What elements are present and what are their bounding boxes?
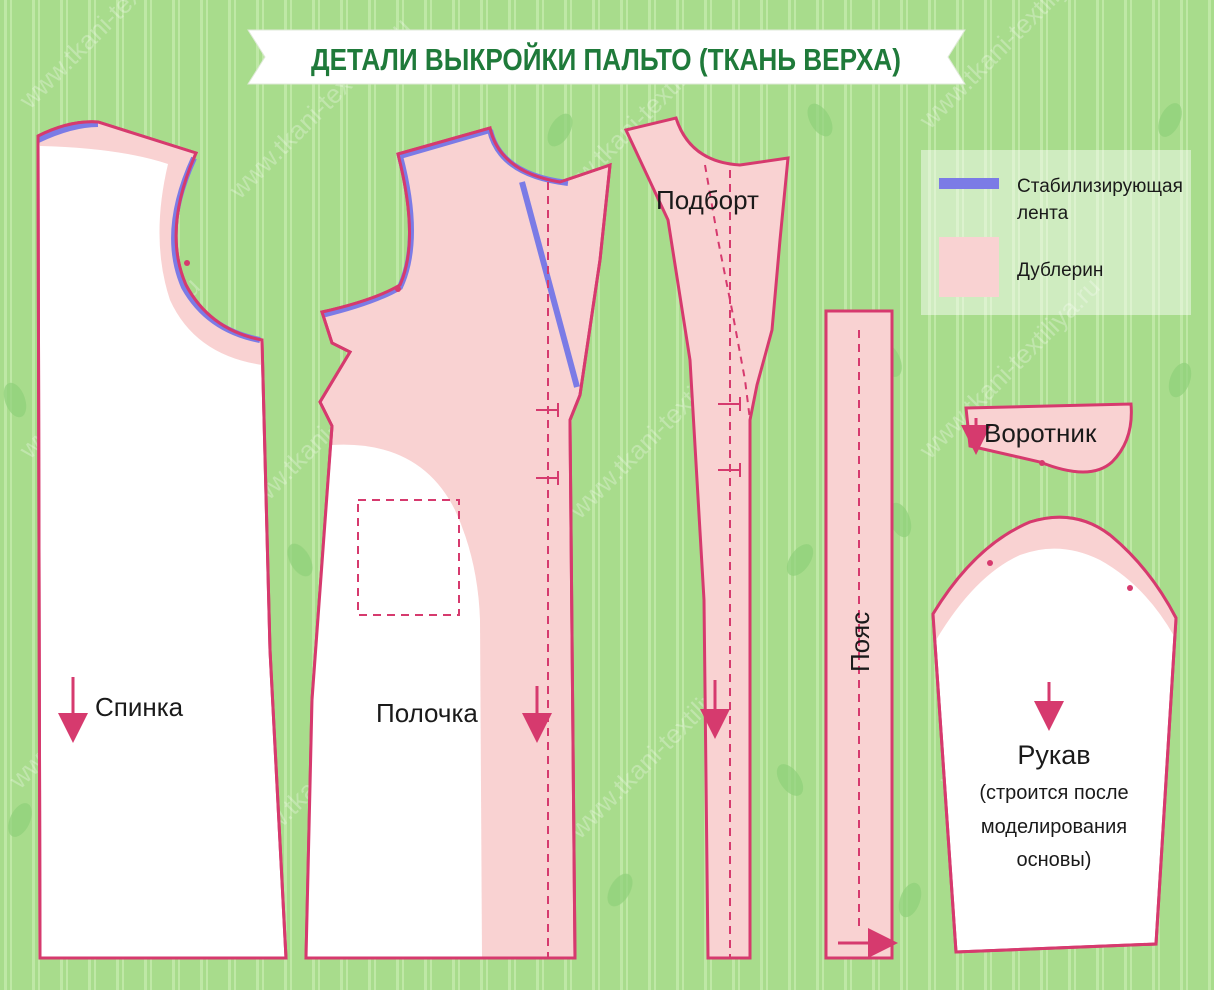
collar-label: Воротник: [984, 418, 1097, 448]
page-title: ДЕТАЛИ ВЫКРОЙКИ ПАЛЬТО (ТКАНЬ ВЕРХА): [311, 41, 901, 77]
belt-label: Пояс: [845, 612, 875, 672]
sleeve-piece: Рукав (строится после моделирования осно…: [931, 515, 1178, 954]
sleeve-note-line: моделирования: [981, 816, 1127, 838]
sleeve-note-line: основы): [1017, 849, 1092, 871]
collar-piece: Воротник: [961, 402, 1133, 474]
back-piece: Спинка: [36, 120, 288, 960]
legend-tape-label: Стабилизирующая: [1017, 176, 1183, 197]
front-label: Полочка: [376, 698, 478, 728]
sleeve-interfacing: [933, 517, 1176, 640]
pocket-placement: [357, 499, 460, 616]
notch-mark: [395, 286, 401, 292]
leaf-decoration: [3, 103, 1192, 918]
legend-interfacing-label: Дублерин: [1017, 260, 1103, 281]
belt-piece: Пояс: [824, 309, 898, 960]
back-interfacing: [38, 121, 262, 366]
interfacing-swatch: [939, 237, 999, 297]
notch-mark: [1127, 585, 1133, 591]
notch-mark: [184, 260, 190, 266]
back-neck-tape: [36, 121, 99, 143]
notch-mark: [987, 560, 993, 566]
notch-mark: [1039, 460, 1045, 466]
facing-piece: Подборт: [623, 116, 790, 960]
front-lapel-tape: [519, 181, 580, 388]
sleeve-note-line: (строится после: [979, 782, 1128, 804]
legend-tape-label: лента: [1017, 203, 1069, 224]
sleeve-label: Рукав: [1017, 740, 1090, 770]
front-piece: Полочка: [304, 126, 612, 960]
legend: Стабилизирующая лента Дублерин: [921, 150, 1191, 315]
tape-swatch: [939, 178, 999, 189]
facing-label: Подборт: [656, 185, 759, 215]
title-banner: ДЕТАЛИ ВЫКРОЙКИ ПАЛЬТО (ТКАНЬ ВЕРХА): [247, 29, 966, 85]
front-lining-area: [306, 444, 482, 959]
back-label: Спинка: [95, 692, 184, 722]
